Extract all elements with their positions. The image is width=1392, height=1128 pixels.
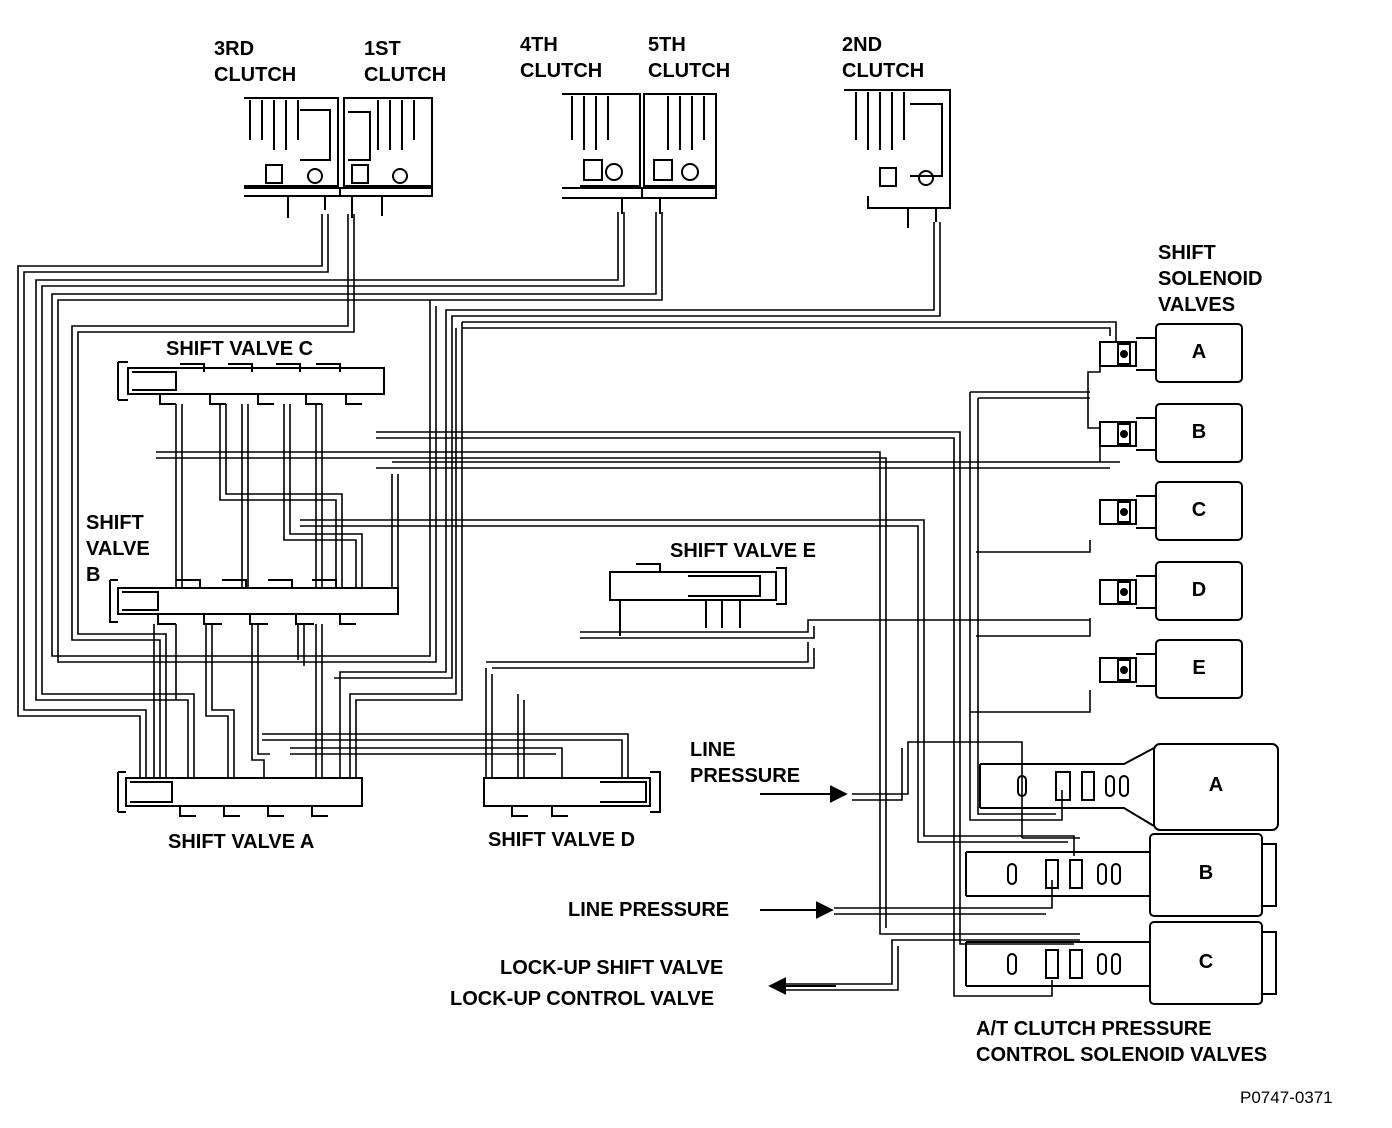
fourth-clutch-pack <box>562 93 643 214</box>
shift-solenoid-a <box>1099 323 1243 383</box>
lockup-shift-valve-label: LOCK-UP SHIFT VALVE <box>500 957 724 979</box>
shift-solenoid-b-letter: B <box>1191 421 1207 443</box>
shift-solenoid-a-letter: A <box>1191 341 1207 363</box>
shift-valve-b-body <box>109 579 399 625</box>
shift-valve-c-body <box>117 361 385 405</box>
shift-valve-d-label: SHIFT VALVE D <box>488 829 636 851</box>
figure-id: P0747-0371 <box>1240 1088 1333 1107</box>
pressure-solenoid-a <box>979 743 1279 831</box>
pressure-solenoid-b-letter: B <box>1198 862 1214 884</box>
shift-solenoid-d-letter: D <box>1191 579 1207 601</box>
shift-valve-a-label: SHIFT VALVE A <box>168 831 315 853</box>
shift-valve-d-body <box>483 771 661 817</box>
shift-solenoid-e-letter: E <box>1192 657 1206 679</box>
shift-solenoid-c <box>1099 481 1243 541</box>
second-clutch-pack <box>844 89 951 228</box>
shift-solenoid-e <box>1099 639 1243 699</box>
flow-arrows <box>760 785 848 995</box>
shift-solenoid-d <box>1099 561 1243 621</box>
fifth-clutch-pack <box>640 93 717 214</box>
shift-solenoid-b <box>1099 403 1243 463</box>
first-clutch-pack <box>340 97 433 218</box>
pressure-solenoid-a-letter: A <box>1208 774 1224 796</box>
lockup-control-valve-label: LOCK-UP CONTROL VALVE <box>450 988 715 1010</box>
pressure-solenoid-b <box>965 833 1277 917</box>
hydraulic-passages <box>17 212 1120 997</box>
shift-valve-e-label: SHIFT VALVE E <box>670 540 816 562</box>
pressure-solenoid-c-letter: C <box>1198 951 1214 973</box>
shift-valve-e-body <box>609 563 787 636</box>
shift-solenoid-c-letter: C <box>1191 499 1207 521</box>
pressure-solenoid-c <box>965 921 1277 1005</box>
third-clutch-pack <box>244 97 341 218</box>
line-pressure-label-lower: LINE PRESSURE <box>568 899 730 921</box>
shift-valve-c-label: SHIFT VALVE C <box>166 338 314 360</box>
shift-valve-a-body <box>117 771 363 817</box>
